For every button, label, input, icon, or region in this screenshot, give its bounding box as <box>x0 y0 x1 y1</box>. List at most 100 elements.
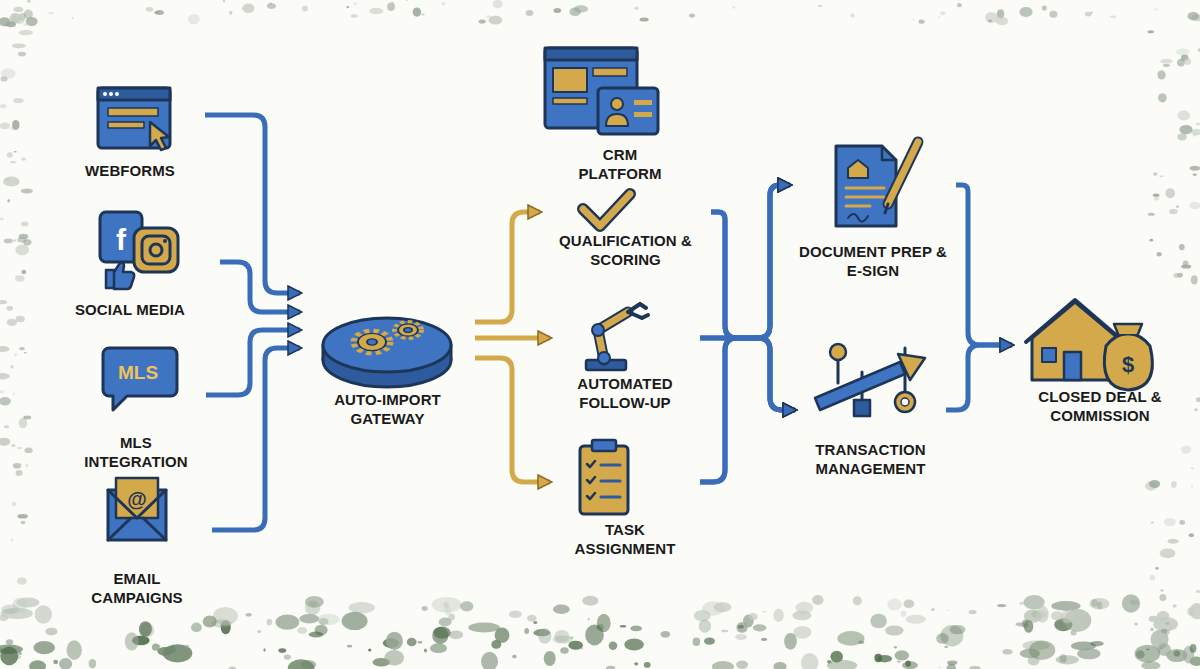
grunge-speck <box>940 625 963 646</box>
grunge-speck <box>1056 655 1080 664</box>
grunge-speck <box>203 615 217 627</box>
grunge-speck <box>298 659 303 662</box>
document-icon <box>836 142 918 226</box>
grunge-speck <box>0 346 10 352</box>
grunge-speck <box>554 8 562 13</box>
grunge-speck <box>17 447 22 449</box>
grunge-speck <box>170 646 176 654</box>
grunge-speck <box>901 610 906 617</box>
grunge-speck <box>493 0 503 8</box>
icon-rect <box>592 440 616 451</box>
node-label: AUTO-IMPORT GATEWAY <box>318 391 458 429</box>
grunge-speck <box>468 623 500 633</box>
grunge-speck <box>640 18 649 22</box>
grunge-speck <box>1191 486 1193 488</box>
grunge-speck <box>526 10 534 16</box>
icon-rect <box>553 68 587 92</box>
grunge-speck <box>21 222 29 227</box>
grunge-speck <box>1190 468 1194 470</box>
clipboard-icon <box>580 440 628 514</box>
grunge-speck <box>784 633 797 650</box>
grunge-speck <box>1168 539 1179 544</box>
grunge-speck <box>850 14 854 18</box>
grunge-speck <box>894 646 897 649</box>
icon-path <box>1026 300 1124 342</box>
grunge-speck <box>12 598 27 613</box>
grunge-speck <box>1193 174 1197 176</box>
grunge-speck <box>229 11 233 15</box>
flow-connector <box>475 212 540 322</box>
grunge-speck <box>1150 575 1156 581</box>
grunge-speck <box>904 599 915 608</box>
grunge-speck <box>735 634 747 640</box>
icon-circle <box>396 323 420 338</box>
flow-connector <box>475 358 550 482</box>
grunge-speck <box>0 390 5 394</box>
grunge-speck <box>1036 606 1048 623</box>
grunge-speck <box>940 11 945 15</box>
grunge-speck <box>1051 601 1080 611</box>
grunge-speck <box>284 654 291 659</box>
connector-line <box>206 330 300 395</box>
flow-node: QUALIFICATION & SCORING <box>540 190 711 274</box>
grunge-speck <box>554 630 569 643</box>
grunge-speck <box>302 5 308 11</box>
grunge-speck <box>72 17 74 19</box>
grunge-speck <box>624 639 644 651</box>
icon-rect <box>593 68 627 76</box>
icon-rect <box>116 478 158 518</box>
grunge-speck <box>1178 273 1183 278</box>
grunge-speck <box>349 602 375 613</box>
grunge-speck <box>4 239 13 244</box>
grunge-speck <box>1179 520 1185 525</box>
grunge-speck <box>1157 70 1165 79</box>
grunge-speck <box>369 8 383 15</box>
email-envelope <box>108 478 166 540</box>
grunge-speck <box>21 157 26 160</box>
grunge-speck <box>21 189 33 194</box>
grunge-speck <box>418 641 423 644</box>
grunge-speck <box>1024 620 1033 633</box>
grunge-speck <box>13 463 21 469</box>
grunge-speck <box>24 352 26 354</box>
grunge-speck <box>661 631 671 638</box>
grunge-speck <box>969 666 980 669</box>
grunge-speck <box>18 514 28 519</box>
grunge-speck <box>0 397 11 405</box>
icon-path <box>587 461 595 499</box>
grunge-speck <box>10 365 14 368</box>
node-label: QUALIFICATION & SCORING <box>543 232 708 270</box>
grunge-speck <box>14 353 17 356</box>
grunge-speck <box>1085 12 1092 17</box>
grunge-speck <box>0 104 6 108</box>
flow-node: AUTOMATED FOLLOW-UP <box>550 295 700 417</box>
icon-circle <box>163 239 167 243</box>
icon-rect <box>854 400 870 416</box>
icon-circle <box>109 92 113 96</box>
grunge-speck <box>1185 58 1192 65</box>
grunge-speck <box>533 621 537 624</box>
icon-glyph: MLS <box>118 363 158 382</box>
icon-circle <box>398 324 418 336</box>
grunge-speck <box>59 658 72 669</box>
grunge-speck <box>762 611 767 613</box>
grunge-speck <box>946 610 949 611</box>
grunge-speck <box>1151 522 1154 524</box>
grunge-speck <box>7 319 17 326</box>
grunge-speck <box>969 610 977 614</box>
icon-circle <box>355 331 389 352</box>
grunge-speck <box>1158 93 1167 102</box>
icon-circle <box>115 92 119 96</box>
grunge-speck <box>351 14 358 17</box>
grunge-speck <box>342 612 368 630</box>
grunge-speck <box>26 447 32 451</box>
grunge-speck <box>988 19 992 22</box>
grunge-speck <box>897 661 900 663</box>
grunge-speck <box>422 606 428 611</box>
flow-connector <box>205 115 300 293</box>
connector-line <box>700 338 795 482</box>
social-icon <box>100 212 178 289</box>
flow-node: CRM PLATFORM <box>545 40 695 188</box>
